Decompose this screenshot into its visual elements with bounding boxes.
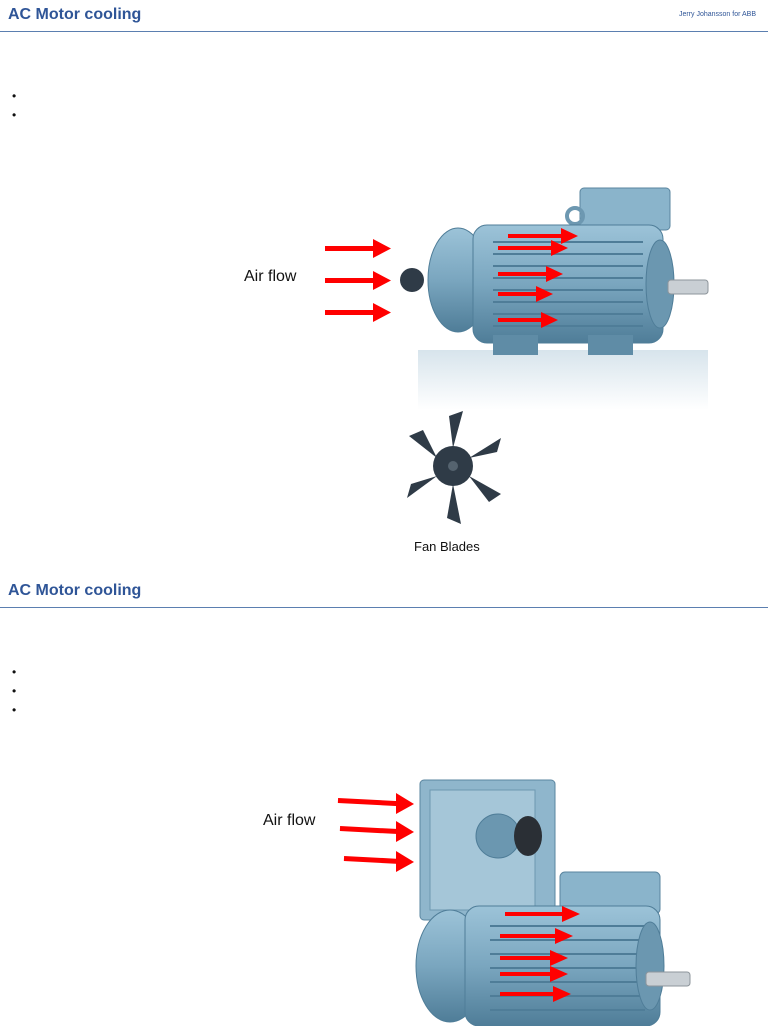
slide-2: AC Motor cooling • • • Air flow <box>0 576 768 1026</box>
slide-title: AC Motor cooling <box>8 6 142 23</box>
airflow-label: Air flow <box>244 268 297 285</box>
fan-caption: Fan Blades <box>414 539 480 554</box>
airflow-label: Air flow <box>263 812 316 829</box>
motor-image <box>400 187 709 410</box>
airflow-arrows <box>325 239 391 322</box>
bullet-item: • <box>12 89 17 103</box>
motor-with-blower-image <box>415 779 691 1026</box>
airflow-arrows <box>337 793 414 872</box>
bullet-item: • <box>12 684 17 698</box>
slide-author: Jerry Johansson for ABB <box>678 11 756 18</box>
bullet-item: • <box>12 108 17 122</box>
title-divider <box>0 607 768 608</box>
fan-blades-image <box>407 411 501 524</box>
bullet-item: • <box>12 703 17 717</box>
slide-title: AC Motor cooling <box>8 582 142 599</box>
title-divider <box>0 31 768 32</box>
bullet-item: • <box>12 665 17 679</box>
slide-1: AC Motor cooling Jerry Johansson for ABB… <box>0 6 768 554</box>
